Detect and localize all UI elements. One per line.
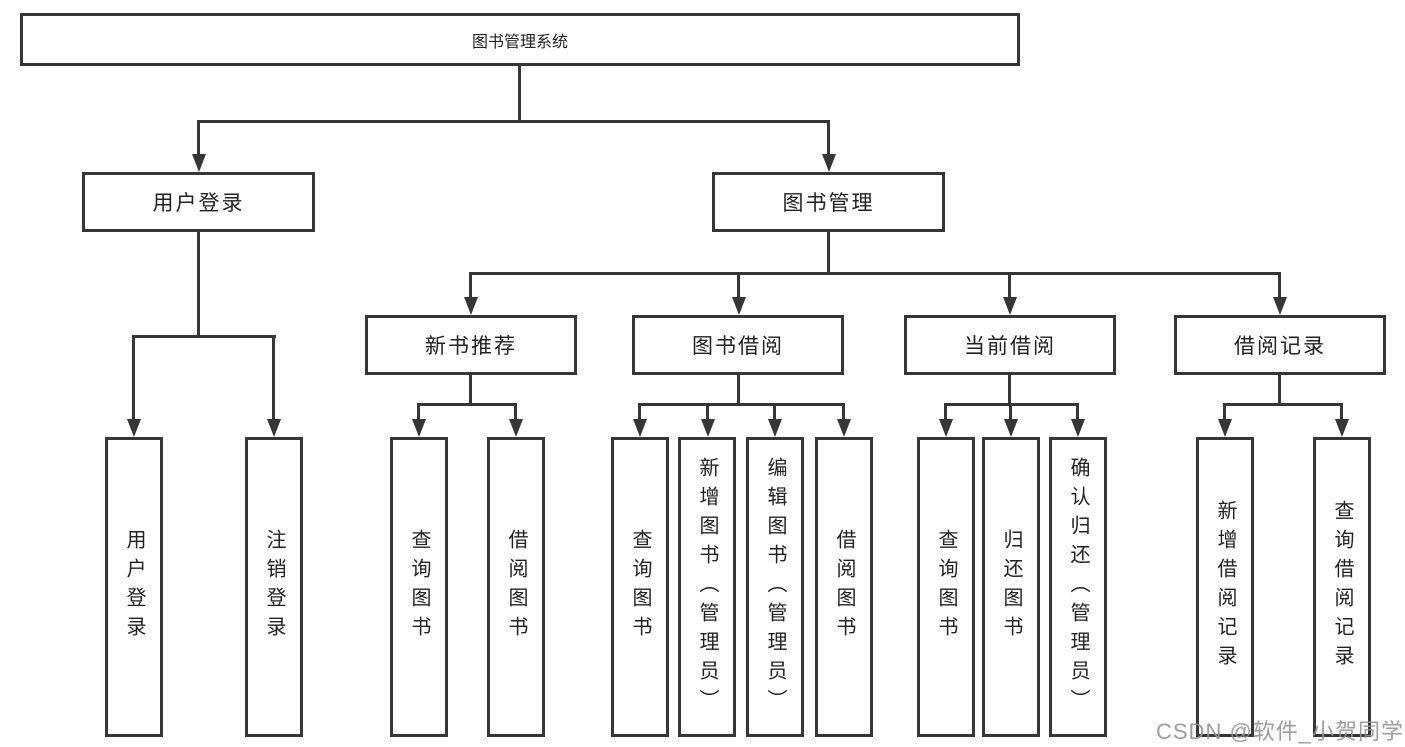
- connector-borrow-stem: [737, 375, 740, 406]
- connector-level2-bar: [197, 120, 830, 123]
- connector-arrow-current: [1002, 272, 1017, 315]
- leaf-records-add: 新增借阅记录: [1196, 437, 1254, 737]
- leaf-current-return: 归还图书: [982, 437, 1040, 737]
- node-borrow-label: 图书借阅: [692, 335, 784, 358]
- node-new-books-label: 新书推荐: [425, 335, 517, 358]
- connector-arrow-records-query: [1334, 403, 1349, 437]
- leaf-borrow-edit-admin: 编辑图书（管理员）: [746, 437, 804, 737]
- leaf-borrow-add-admin-label: 新增图书（管理员）: [696, 456, 718, 718]
- connector-arrow-current-return: [1003, 403, 1018, 437]
- leaf-logout-label: 注销登录: [263, 529, 285, 645]
- leaf-current-confirm-admin: 确认归还（管理员）: [1049, 437, 1107, 737]
- leaf-newbooks-borrow-label: 借阅图书: [505, 529, 527, 645]
- connector-arrow-borrow-query: [632, 403, 647, 437]
- connector-arrow-borrow-borrow: [836, 403, 851, 437]
- connector-arrow-current-confirm: [1070, 403, 1085, 437]
- leaf-borrow-add-admin: 新增图书（管理员）: [678, 437, 736, 737]
- connector-book-mgmt-stem: [827, 232, 830, 275]
- connector-arrow-newbooks-query: [411, 403, 426, 437]
- connector-arrow-records-add: [1217, 403, 1232, 437]
- connector-new-books-stem: [469, 375, 472, 406]
- leaf-current-query-label: 查询图书: [935, 529, 957, 645]
- leaf-borrow-query: 查询图书: [611, 437, 669, 737]
- connector-arrow-borrow-add: [700, 403, 715, 437]
- connector-arrow-newbooks-borrow: [508, 403, 523, 437]
- node-root-label: 图书管理系统: [471, 33, 568, 51]
- watermark-text: CSDN @软件_小贺同学: [1156, 719, 1405, 744]
- connector-root-stem: [518, 66, 521, 123]
- connector-arrow-current-query: [938, 403, 953, 437]
- connector-level3-bar: [469, 272, 1280, 275]
- connector-arrow-user-login: [191, 120, 206, 172]
- connector-arrow-new-books: [463, 272, 478, 315]
- leaf-current-return-label: 归还图书: [1000, 529, 1022, 645]
- connector-records-stem: [1278, 375, 1281, 406]
- leaf-user-login-label: 用户登录: [123, 529, 145, 645]
- leaf-logout: 注销登录: [245, 437, 303, 737]
- node-root: 图书管理系统: [20, 13, 1020, 66]
- node-new-books: 新书推荐: [365, 315, 577, 375]
- leaf-records-add-label: 新增借阅记录: [1214, 500, 1236, 674]
- node-current-label: 当前借阅: [964, 335, 1056, 358]
- leaf-newbooks-query-label: 查询图书: [408, 529, 430, 645]
- leaf-records-query-label: 查询借阅记录: [1331, 500, 1353, 674]
- connector-records-bar: [1223, 403, 1343, 406]
- connector-borrow-bar: [638, 403, 845, 406]
- leaf-records-query: 查询借阅记录: [1313, 437, 1371, 737]
- connector-arrow-records: [1272, 272, 1287, 315]
- leaf-borrow-query-label: 查询图书: [629, 529, 651, 645]
- node-records: 借阅记录: [1174, 315, 1386, 375]
- leaf-borrow-borrow-label: 借阅图书: [833, 529, 855, 645]
- connector-user-login-stem: [197, 232, 200, 338]
- leaf-borrow-borrow: 借阅图书: [815, 437, 873, 737]
- connector-user-login-bar: [132, 335, 276, 338]
- node-user-login: 用户登录: [82, 172, 315, 232]
- node-user-login-label: 用户登录: [152, 192, 245, 215]
- node-book-mgmt-label: 图书管理: [782, 192, 875, 215]
- connector-new-books-bar: [417, 403, 517, 406]
- node-current: 当前借阅: [904, 315, 1116, 375]
- connector-arrow-book-mgmt: [821, 120, 836, 172]
- leaf-newbooks-query: 查询图书: [390, 437, 448, 737]
- connector-current-stem: [1008, 375, 1011, 406]
- leaf-current-query: 查询图书: [917, 437, 975, 737]
- leaf-user-login: 用户登录: [105, 437, 163, 737]
- connector-arrow-borrow-edit: [767, 403, 782, 437]
- connector-arrow-leaf-user-login: [126, 335, 141, 437]
- node-records-label: 借阅记录: [1234, 335, 1326, 358]
- leaf-borrow-edit-admin-label: 编辑图书（管理员）: [764, 456, 786, 718]
- connector-arrow-borrow: [731, 272, 746, 315]
- leaf-newbooks-borrow: 借阅图书: [487, 437, 545, 737]
- connector-arrow-leaf-logout: [266, 335, 281, 437]
- node-borrow: 图书借阅: [632, 315, 844, 375]
- node-book-mgmt: 图书管理: [712, 172, 945, 232]
- leaf-current-confirm-admin-label: 确认归还（管理员）: [1067, 456, 1089, 718]
